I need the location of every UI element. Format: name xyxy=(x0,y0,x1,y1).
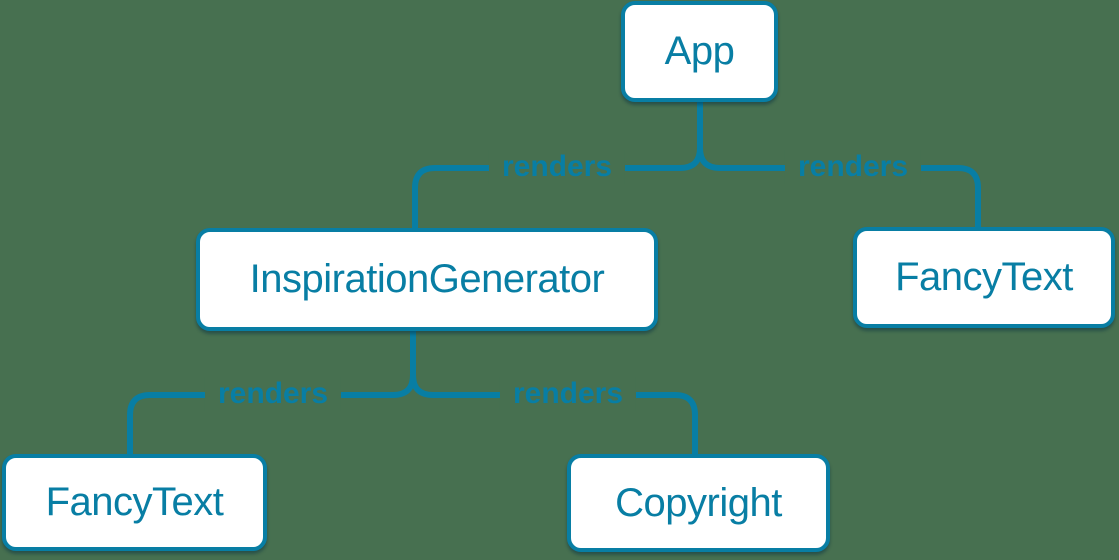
node-copyright: Copyright xyxy=(567,454,830,552)
node-copyright-label: Copyright xyxy=(615,480,782,525)
node-app: App xyxy=(621,1,778,102)
node-inspiration-generator: InspirationGenerator xyxy=(196,228,658,331)
node-fancy-text-bottom: FancyText xyxy=(2,454,267,551)
edge-label-renders: renders xyxy=(488,150,626,184)
node-fancy-text-top-label: FancyText xyxy=(895,255,1073,299)
node-fancy-text-bottom-label: FancyText xyxy=(45,480,224,524)
edge-label-renders: renders xyxy=(499,377,637,411)
edge-label-renders: renders xyxy=(784,150,922,184)
node-fancy-text-top: FancyText xyxy=(853,227,1115,328)
node-app-label: App xyxy=(664,29,735,73)
node-inspiration-generator-label: InspirationGenerator xyxy=(249,257,605,301)
edge-label-renders: renders xyxy=(204,377,342,411)
